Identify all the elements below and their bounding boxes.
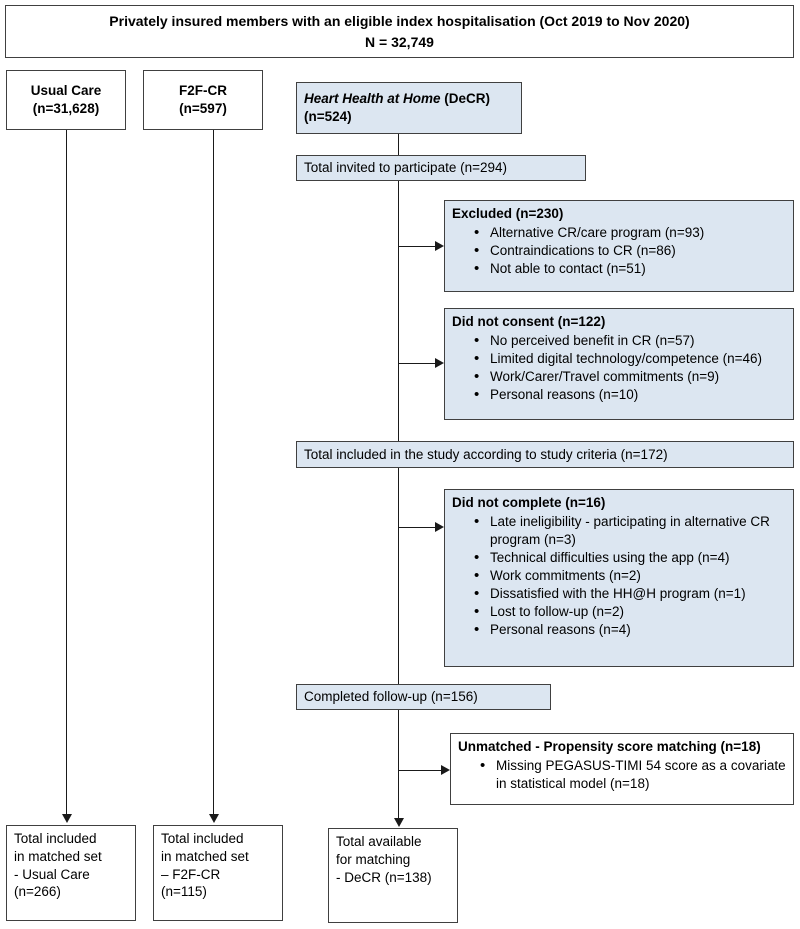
arm-f2f-cr-n: (n=597) [179,101,227,116]
list-item: Not able to contact (n=51) [474,259,786,278]
outcome-decr-l3: - DeCR (n=138) [336,869,432,885]
unmatched-list: Missing PEGASUS-TIMI 54 score as a covar… [458,756,786,792]
unmatched-heading: Unmatched - Propensity score matching (n… [458,739,761,754]
did-not-consent-list: No perceived benefit in CR (n=57) Limite… [452,331,786,404]
title-line-2: N = 32,749 [365,33,434,50]
connector-branch-unmatched [398,770,442,771]
excluded-heading: Excluded (n=230) [452,206,564,221]
outcome-usual-care-l2: in matched set [14,848,102,864]
arm-decr-label-italic: Heart Health at Home [304,91,441,107]
outcome-f2f-cr-l3: – F2F-CR [161,866,221,882]
outcome-f2f-cr-l2: in matched set [161,848,249,864]
connector-included-to-completed [398,468,399,684]
list-item: Lost to follow-up (n=2) [474,602,786,621]
title-line-1: Privately insured members with an eligib… [109,12,690,29]
did-not-complete-list: Late ineligibility - participating in al… [452,512,786,639]
list-item: Work/Carer/Travel commitments (n=9) [474,367,786,386]
list-item: No perceived benefit in CR (n=57) [474,331,786,350]
outcome-usual-care-l3: - Usual Care [14,866,90,882]
step-box-included: Total included in the study according to… [296,441,794,468]
arrow-unmatched-right [441,765,450,775]
outcome-f2f-cr-l4: (n=115) [161,884,207,900]
list-item: Personal reasons (n=10) [474,385,786,404]
list-item: Personal reasons (n=4) [474,620,786,639]
list-item: Dissatisfied with the HH@H program (n=1) [474,584,786,603]
step-box-completed: Completed follow-up (n=156) [296,684,551,710]
arm-box-decr: Heart Health at Home (DeCR) (n=524) [296,82,522,134]
outcome-usual-care-l4: (n=266) [14,884,61,900]
arm-f2f-cr-label: F2F-CR [179,83,227,99]
step-box-invited: Total invited to participate (n=294) [296,155,586,181]
connector-f2f-cr-vertical [213,130,214,814]
connector-invited-to-included [398,181,399,441]
list-item: Missing PEGASUS-TIMI 54 score as a covar… [480,756,786,792]
list-item: Late ineligibility - participating in al… [474,512,786,548]
arrow-f2f-cr-down [209,814,219,823]
title-box: Privately insured members with an eligib… [5,5,794,58]
connector-branch-excluded [398,246,436,247]
arm-decr-label-rest: (DeCR) [440,91,491,107]
connector-completed-to-decr [398,710,399,818]
arrow-did-not-complete-right [435,522,444,532]
list-item: Contraindications to CR (n=86) [474,241,786,260]
unmatched-box: Unmatched - Propensity score matching (n… [450,733,794,805]
arm-box-f2f-cr: F2F-CR (n=597) [143,70,263,130]
list-item: Limited digital technology/competence (n… [474,349,786,368]
arm-usual-care-n: (n=31,628) [32,101,100,116]
did-not-complete-heading: Did not complete (n=16) [452,495,606,510]
outcome-decr-l1: Total available [336,834,422,849]
outcome-decr-l2: for matching [336,851,411,867]
connector-usual-care-vertical [66,130,67,814]
arrow-excluded-right [435,241,444,251]
step-invited-label: Total invited to participate (n=294) [304,160,507,176]
arm-decr-label: Heart Health at Home (DeCR) [304,90,514,108]
arrow-decr-down [394,818,404,827]
connector-branch-did-not-consent [398,363,436,364]
arm-decr-n: (n=524) [304,109,352,124]
list-item: Alternative CR/care program (n=93) [474,223,786,242]
excluded-list: Alternative CR/care program (n=93) Contr… [452,223,786,278]
connector-decr-to-invited [398,134,399,155]
outcome-f2f-cr-l1: Total included [161,831,244,846]
list-item: Work commitments (n=2) [474,566,786,585]
step-completed-label: Completed follow-up (n=156) [304,689,478,705]
list-item: Technical difficulties using the app (n=… [474,548,786,567]
outcome-box-f2f-cr: Total included in matched set – F2F-CR (… [153,825,283,921]
arrow-did-not-consent-right [435,358,444,368]
arrow-usual-care-down [62,814,72,823]
excluded-box: Excluded (n=230) Alternative CR/care pro… [444,200,794,292]
did-not-consent-heading: Did not consent (n=122) [452,314,606,329]
outcome-box-decr: Total available for matching - DeCR (n=1… [328,828,458,923]
outcome-box-usual-care: Total included in matched set - Usual Ca… [6,825,136,921]
did-not-consent-box: Did not consent (n=122) No perceived ben… [444,308,794,420]
did-not-complete-box: Did not complete (n=16) Late ineligibili… [444,489,794,667]
step-included-label: Total included in the study according to… [304,446,668,462]
arm-box-usual-care: Usual Care (n=31,628) [6,70,126,130]
connector-branch-did-not-complete [398,527,436,528]
outcome-usual-care-l1: Total included [14,831,97,846]
arm-usual-care-label: Usual Care [30,83,102,99]
